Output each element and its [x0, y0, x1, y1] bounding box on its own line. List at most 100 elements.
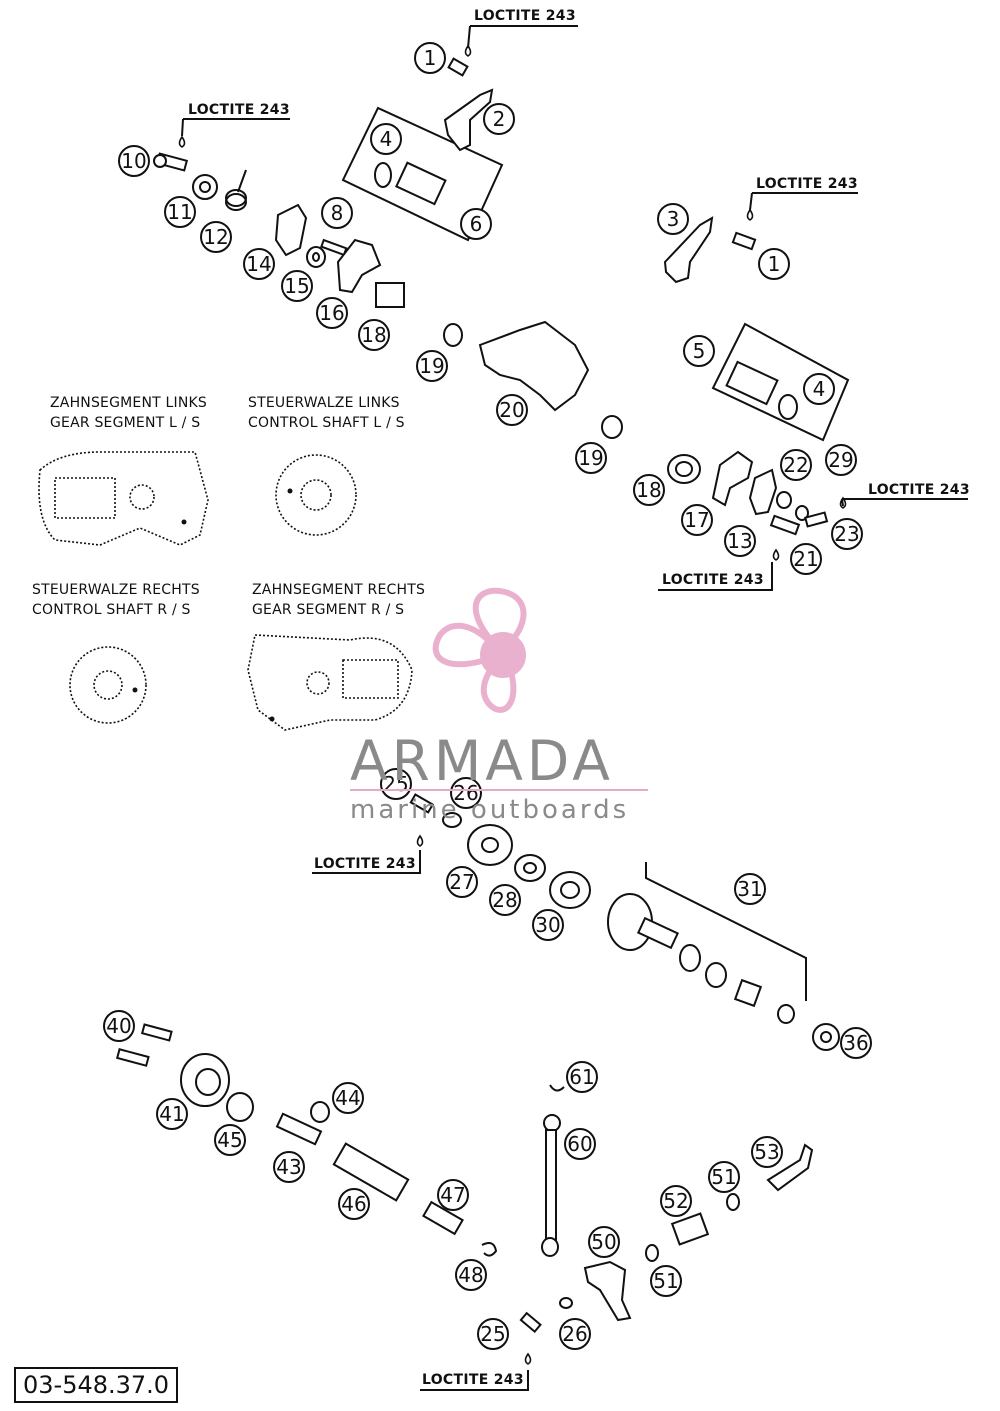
clip-61	[549, 1084, 565, 1092]
detail-gear-segment-right-en: GEAR SEGMENT R / S	[252, 602, 405, 618]
bushing-31c	[733, 978, 763, 1008]
loctite-label-25b: LOCTITE 243	[422, 1372, 524, 1388]
callout-41: 41	[156, 1098, 188, 1130]
detail-control-shaft-left-en: CONTROL SHAFT L / S	[248, 415, 405, 431]
screw-1b	[731, 231, 757, 251]
detail-control-shaft-right-en: CONTROL SHAFT R / S	[32, 602, 191, 618]
callout-50: 50	[588, 1226, 620, 1258]
washer-31d	[777, 1004, 795, 1024]
loctite-label-21: LOCTITE 243	[662, 572, 764, 588]
callout-26: 26	[450, 777, 482, 809]
control-shaft-right-detail	[69, 646, 147, 724]
gear-segment-16	[336, 238, 382, 294]
control-shaft-left-detail	[275, 454, 357, 536]
leader-loctite-21	[658, 562, 773, 591]
washer-31b	[705, 962, 727, 988]
callout-19: 19	[416, 350, 448, 382]
callout-8: 8	[321, 197, 353, 229]
document-number: 03-548.37.0	[14, 1367, 179, 1403]
lever-50	[583, 1260, 632, 1322]
screw-40a	[140, 1023, 173, 1042]
gear-segment-left-detail	[38, 451, 209, 546]
callout-47: 47	[437, 1179, 469, 1211]
callout-25: 25	[380, 768, 412, 800]
washer-51a	[645, 1244, 659, 1262]
screw-25	[409, 793, 435, 814]
detail-control-shaft-right-de: STEUERWALZE RECHTS	[32, 582, 200, 598]
screw-1	[447, 57, 469, 77]
bushing-18b	[667, 454, 701, 484]
screw-21	[769, 514, 801, 536]
plate-13	[748, 468, 778, 516]
watermark-tagline: marine outboards	[350, 795, 630, 825]
callout-51: 51	[708, 1161, 740, 1193]
callout-1: 1	[414, 42, 446, 74]
loctite-label-25: LOCTITE 243	[314, 856, 416, 872]
washer-26	[442, 812, 462, 828]
shift-shaft-6	[374, 161, 447, 206]
callout-46: 46	[338, 1188, 370, 1220]
washer-26b	[559, 1297, 573, 1309]
assembly-bracket-31	[645, 862, 807, 1001]
watermark-brand: ARMADA	[350, 729, 614, 793]
shift-shaft-5	[725, 360, 798, 420]
gear-segment-right-detail	[247, 634, 413, 731]
callout-4: 4	[370, 123, 402, 155]
callout-1b: 1	[758, 248, 790, 280]
callout-15: 15	[281, 270, 313, 302]
loctite-label-1: LOCTITE 243	[474, 8, 576, 24]
screw-40b	[115, 1048, 150, 1067]
kickstarter-shaft-31	[607, 893, 680, 951]
shift-lever-2	[443, 88, 494, 152]
callout-6: 6	[460, 208, 492, 240]
callout-3: 3	[657, 203, 689, 235]
washer-22	[776, 491, 792, 509]
callout-51b: 51	[650, 1265, 682, 1297]
detail-control-shaft-left-de: STEUERWALZE LINKS	[248, 395, 400, 411]
callout-43: 43	[273, 1151, 305, 1183]
spring-12	[225, 169, 247, 211]
callout-28: 28	[489, 884, 521, 916]
bushing-52	[670, 1212, 710, 1246]
washer-51b	[726, 1193, 740, 1211]
callout-14: 14	[243, 248, 275, 280]
bearing-28	[514, 854, 546, 882]
bearing-36	[812, 1023, 840, 1051]
loctite-label-23: LOCTITE 243	[868, 482, 970, 498]
linkage-60	[541, 1114, 561, 1257]
callout-11: 11	[164, 196, 196, 228]
callout-25b: 25	[477, 1318, 509, 1350]
callout-22: 22	[780, 449, 812, 481]
cover-41	[180, 1053, 230, 1107]
detail-gear-segment-left-de: ZAHNSEGMENT LINKS	[50, 395, 208, 411]
screw-10	[153, 152, 189, 172]
callout-4b: 4	[803, 373, 835, 405]
bearing-30	[549, 871, 591, 909]
callout-44: 44	[332, 1082, 364, 1114]
callout-27: 27	[446, 866, 478, 898]
shaft-43	[275, 1112, 323, 1146]
callout-45: 45	[214, 1124, 246, 1156]
spring-46	[332, 1142, 410, 1202]
callout-53: 53	[751, 1136, 783, 1168]
callout-13: 13	[724, 525, 756, 557]
lever-53	[766, 1143, 814, 1192]
watermark-divider	[350, 789, 648, 791]
o-ring-19	[443, 323, 463, 347]
callout-23: 23	[831, 518, 863, 550]
spring-47	[422, 1200, 464, 1236]
callout-40: 40	[103, 1010, 135, 1042]
callout-17: 17	[681, 504, 713, 536]
callout-12: 12	[200, 221, 232, 253]
clip-48	[481, 1242, 498, 1257]
callout-20: 20	[496, 394, 528, 426]
callout-52: 52	[660, 1185, 692, 1217]
detail-gear-segment-left-en: GEAR SEGMENT L / S	[50, 415, 201, 431]
bushing-11	[192, 174, 218, 200]
leader-loctite-25b	[420, 1370, 529, 1391]
loctite-label-10: LOCTITE 243	[188, 102, 290, 118]
callout-60: 60	[564, 1128, 596, 1160]
callout-5: 5	[683, 335, 715, 367]
callout-18: 18	[358, 319, 390, 351]
